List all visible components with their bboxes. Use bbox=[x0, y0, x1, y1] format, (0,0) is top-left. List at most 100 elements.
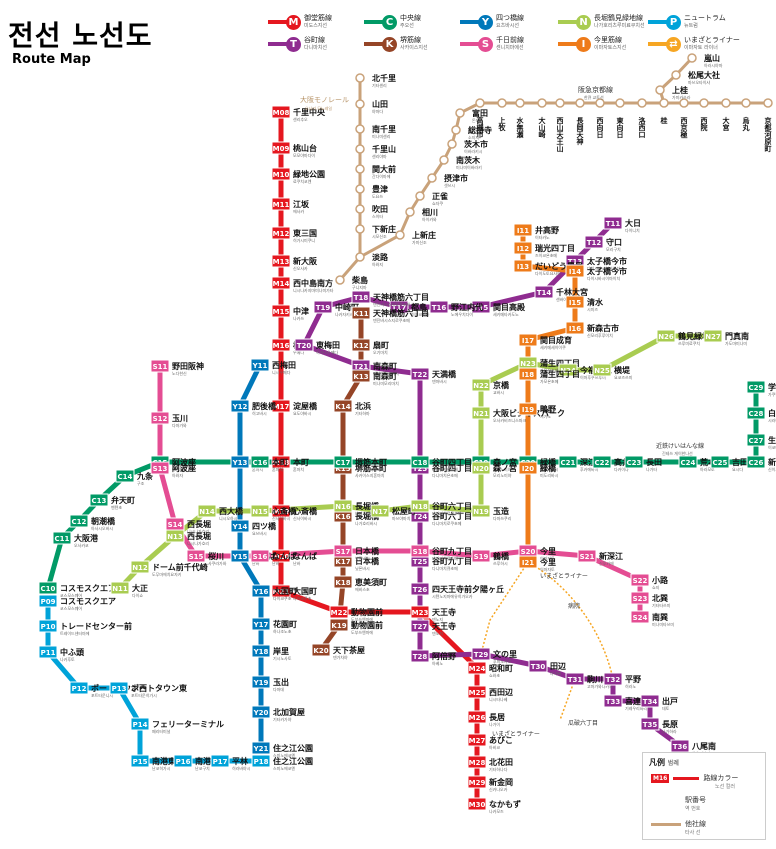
station-H30[interactable]: 西院 bbox=[699, 98, 709, 132]
station-H24[interactable]: 長岡天神 bbox=[575, 98, 585, 146]
station-C26[interactable]: C26新石切신이시키리 bbox=[746, 455, 776, 472]
station-H21[interactable]: 水無瀬 bbox=[515, 98, 525, 139]
station-H33[interactable]: 京都河原町 bbox=[763, 98, 773, 153]
station-N23[interactable]: N23蒲生四丁目가모욘초메 bbox=[518, 356, 580, 373]
station-H27[interactable]: 洛西口 bbox=[637, 98, 647, 139]
station-H32[interactable]: 烏丸 bbox=[741, 98, 751, 132]
station-H20[interactable]: 上牧 bbox=[497, 98, 507, 132]
station-C28[interactable]: C28白庭台시라니와다이 bbox=[746, 406, 776, 423]
station-H25[interactable]: 西向日 bbox=[595, 98, 605, 139]
station-H22[interactable]: 大山崎 bbox=[537, 98, 547, 139]
station-H19[interactable]: 高槻市 bbox=[475, 98, 485, 139]
station-H23[interactable]: 西山天王山 bbox=[555, 98, 565, 153]
